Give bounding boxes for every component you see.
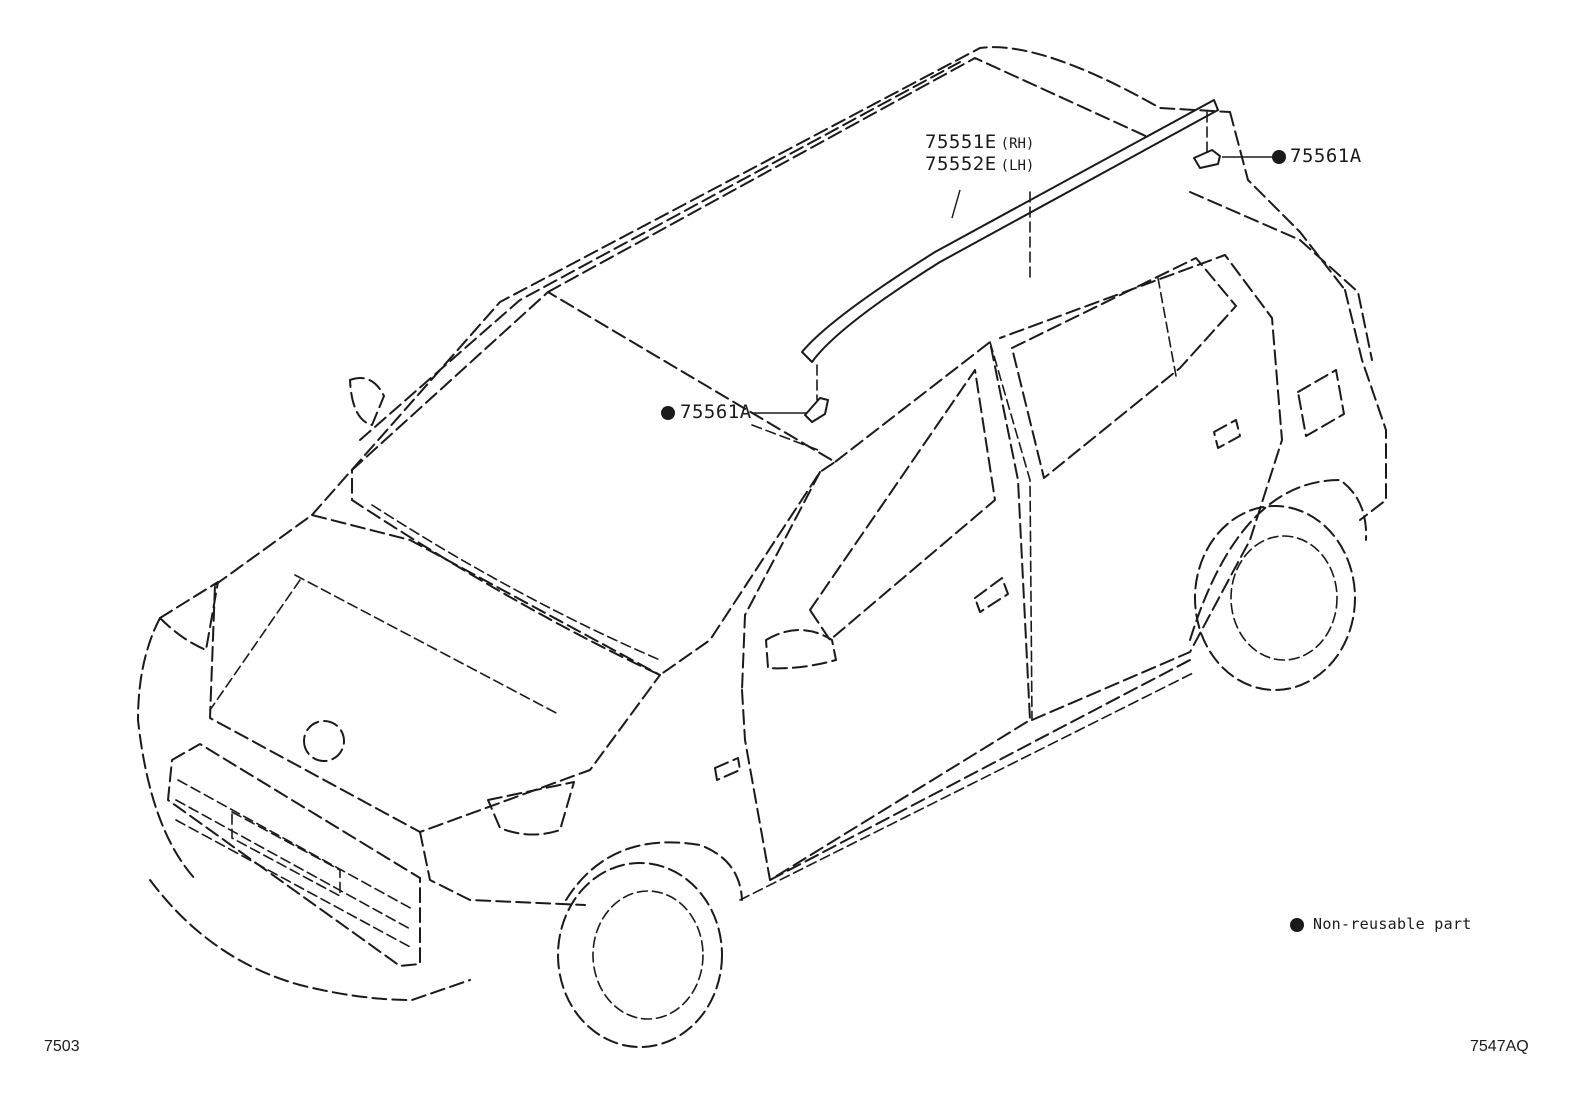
label-clip-rear: 75561A xyxy=(1290,145,1362,167)
b-pillar xyxy=(989,341,1033,721)
clip-rear-part xyxy=(1193,149,1221,169)
front-door-window xyxy=(809,369,996,641)
label-molding-lh: 75552E(LH) xyxy=(925,155,1034,174)
rocker-panel xyxy=(769,659,1191,881)
headlight-right xyxy=(487,781,575,836)
label-clip-front: 75561A xyxy=(680,401,752,423)
molding-lh-part-number: 75552E xyxy=(925,153,997,175)
front-door-handle xyxy=(974,577,1009,613)
rear-quarter xyxy=(1344,289,1387,521)
side-marker xyxy=(714,757,741,781)
a-pillar xyxy=(741,471,821,691)
front-wheel-arch xyxy=(565,841,743,901)
rear-wheel-arch xyxy=(1189,479,1368,641)
rear-door-window xyxy=(1011,257,1237,479)
hood-crease-left xyxy=(209,579,301,711)
align-clip-front xyxy=(751,424,819,451)
molding-lh-side: (LH) xyxy=(1000,158,1035,174)
front-left-corner xyxy=(137,617,197,881)
hood-outline xyxy=(209,514,661,833)
legend-marker xyxy=(1290,918,1304,932)
roof-outline xyxy=(311,46,1231,516)
license-plate xyxy=(231,810,341,898)
diagram-code-right: 7547AQ xyxy=(1470,1038,1529,1055)
rear-quarter-window xyxy=(1297,369,1345,437)
rear-door-handle xyxy=(1213,419,1241,449)
clip-front-part xyxy=(804,397,829,423)
roof-panel-inner xyxy=(547,57,1151,293)
front-emblem xyxy=(303,720,345,762)
diagram-code-left: 7503 xyxy=(44,1038,80,1055)
door-mirror-left xyxy=(349,377,385,426)
roof-left-rail xyxy=(359,61,961,441)
leader-molding xyxy=(951,189,961,219)
hood-crease-mid xyxy=(294,574,561,716)
grille-outline xyxy=(167,743,421,967)
windshield-outline xyxy=(351,291,836,676)
front-wheel-rim xyxy=(592,890,704,1020)
headlight-left xyxy=(159,581,219,651)
grille-bar-1 xyxy=(177,779,415,911)
label-molding-rh: 75551E(RH) xyxy=(925,133,1034,152)
rear-door-window-divider xyxy=(1157,277,1177,377)
grille-bar-2 xyxy=(175,799,413,931)
bumper-top xyxy=(419,831,586,906)
rear-tire xyxy=(1194,505,1356,691)
windshield-lower-edge xyxy=(371,504,661,661)
molding-rh-part-number: 75551E xyxy=(925,131,997,153)
legend-text: Non-reusable part xyxy=(1313,915,1472,933)
roof-right-rail xyxy=(1189,191,1373,361)
roof-molding-strip xyxy=(801,99,1219,363)
front-bumper xyxy=(149,879,471,1001)
door-mirror-right xyxy=(765,629,837,670)
non-reusable-marker-rear xyxy=(1272,150,1286,164)
grille-bar-3 xyxy=(175,819,413,949)
front-door-outline xyxy=(741,341,1031,881)
front-tire xyxy=(557,862,723,1048)
roof-right-edge xyxy=(1229,111,1346,291)
rear-door-outline xyxy=(999,254,1283,721)
rear-wheel-rim xyxy=(1230,535,1338,661)
non-reusable-marker-front xyxy=(661,406,675,420)
molding-rh-side: (RH) xyxy=(1000,136,1035,152)
rocker-lower xyxy=(739,671,1196,901)
